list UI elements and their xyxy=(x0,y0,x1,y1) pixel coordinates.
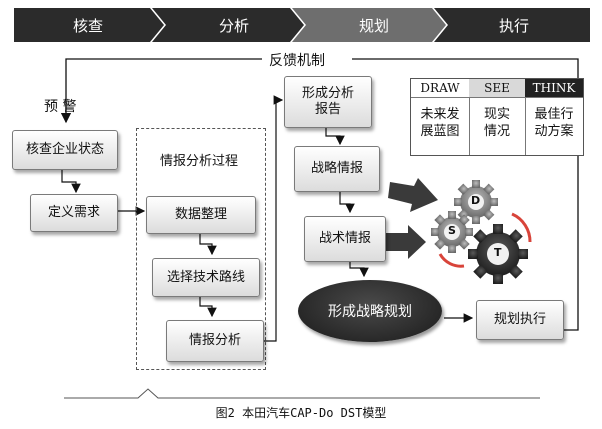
dst-draw-line2: 展蓝图 xyxy=(420,124,460,139)
strategic-intel-text: 战略情报 xyxy=(310,161,363,176)
arrow-route-to-analyze xyxy=(199,295,217,318)
execute-plan-box: 规划执行 xyxy=(476,300,564,340)
gear-d-label: D xyxy=(471,194,481,207)
step-plan-label: 规划 xyxy=(358,16,389,35)
dst-head-see: SEE xyxy=(469,79,525,98)
organize-text: 数据整理 xyxy=(174,207,227,222)
dst-see-line1: 现实 xyxy=(483,107,510,122)
form-plan-ellipse: 形成战略规划 xyxy=(298,280,442,342)
caption-separator xyxy=(64,388,540,399)
step-chevron-execute xyxy=(434,8,590,42)
dst-col-see: SEE 现实 情况 xyxy=(469,79,526,155)
report-text-line1: 形成分析 xyxy=(301,86,354,101)
arrow-organize-to-route xyxy=(199,232,217,256)
report-text-line2: 报告 xyxy=(314,102,341,117)
figure-caption: 图2 本田汽车CAP-Do DST模型 xyxy=(215,406,387,420)
check-status-box: 核查企业状态 xyxy=(12,130,118,170)
dst-think-line1: 最佳行 xyxy=(534,107,574,122)
define-need-box: 定义需求 xyxy=(30,194,118,232)
arrow-strategic-to-tactical xyxy=(339,190,355,214)
dst-gears xyxy=(431,180,532,284)
gear-rotation-accent xyxy=(511,212,532,243)
intel-process-frame xyxy=(136,128,266,370)
strategic-intel-box: 战略情报 xyxy=(294,146,380,192)
gear-t-label: T xyxy=(494,246,502,259)
dst-col-think: THINK 最佳行 动方案 xyxy=(525,79,583,155)
dst-head-draw: DRAW xyxy=(411,79,469,98)
execute-plan-text: 规划执行 xyxy=(493,312,546,327)
dst-think-line2: 动方案 xyxy=(534,124,574,139)
form-plan-text: 形成战略规划 xyxy=(328,304,412,320)
choose-route-text: 选择技术路线 xyxy=(166,269,245,285)
gear-rotation-accent-2 xyxy=(438,253,465,268)
dst-draw-line1: 未来发 xyxy=(420,107,460,122)
check-status-text: 核查企业状态 xyxy=(25,142,104,157)
step-check-label: 核查 xyxy=(72,16,103,35)
gear-s-label: S xyxy=(448,224,456,237)
arrow-report-to-strategic xyxy=(325,126,345,146)
dst-col-draw: DRAW 未来发 展蓝图 xyxy=(411,79,470,155)
step-analyze-label: 分析 xyxy=(218,16,249,35)
analyze-box: 情报分析 xyxy=(166,320,264,362)
organize-box: 数据整理 xyxy=(146,196,256,234)
analyze-text: 情报分析 xyxy=(188,333,241,348)
tactical-to-gears-arrow xyxy=(386,225,426,259)
process-banner xyxy=(14,8,590,42)
report-box: 形成分析 报告 xyxy=(284,76,372,128)
step-execute-label: 执行 xyxy=(498,16,529,35)
strategic-to-gears-arrow xyxy=(388,178,438,212)
tactical-intel-box: 战术情报 xyxy=(304,216,386,262)
tactical-intel-text: 战术情报 xyxy=(318,231,371,246)
arrow-check-to-define xyxy=(61,168,81,194)
arrow-tactical-to-plan xyxy=(349,260,369,278)
gear-d xyxy=(454,180,498,224)
feedback-line-left xyxy=(60,58,262,124)
arrow-analyze-to-report xyxy=(264,95,284,342)
warning-label: 预 警 xyxy=(44,99,77,115)
define-need-text: 定义需求 xyxy=(47,205,100,220)
dst-table: DRAW 未来发 展蓝图 SEE 现实 情况 THINK 最佳行 动方案 xyxy=(410,78,584,156)
dst-head-think: THINK xyxy=(525,79,583,98)
step-chevron-plan xyxy=(292,8,446,42)
feedback-line-right xyxy=(352,58,579,331)
dst-see-line2: 情况 xyxy=(483,124,510,139)
choose-route-box: 选择技术路线 xyxy=(152,258,260,297)
intel-process-title: 情报分析过程 xyxy=(160,154,239,169)
step-chevron-analyze xyxy=(152,8,304,42)
gear-t xyxy=(468,224,528,284)
gear-s xyxy=(431,211,473,253)
step-chevron-check xyxy=(14,8,164,42)
feedback-label: 反馈机制 xyxy=(266,50,328,70)
